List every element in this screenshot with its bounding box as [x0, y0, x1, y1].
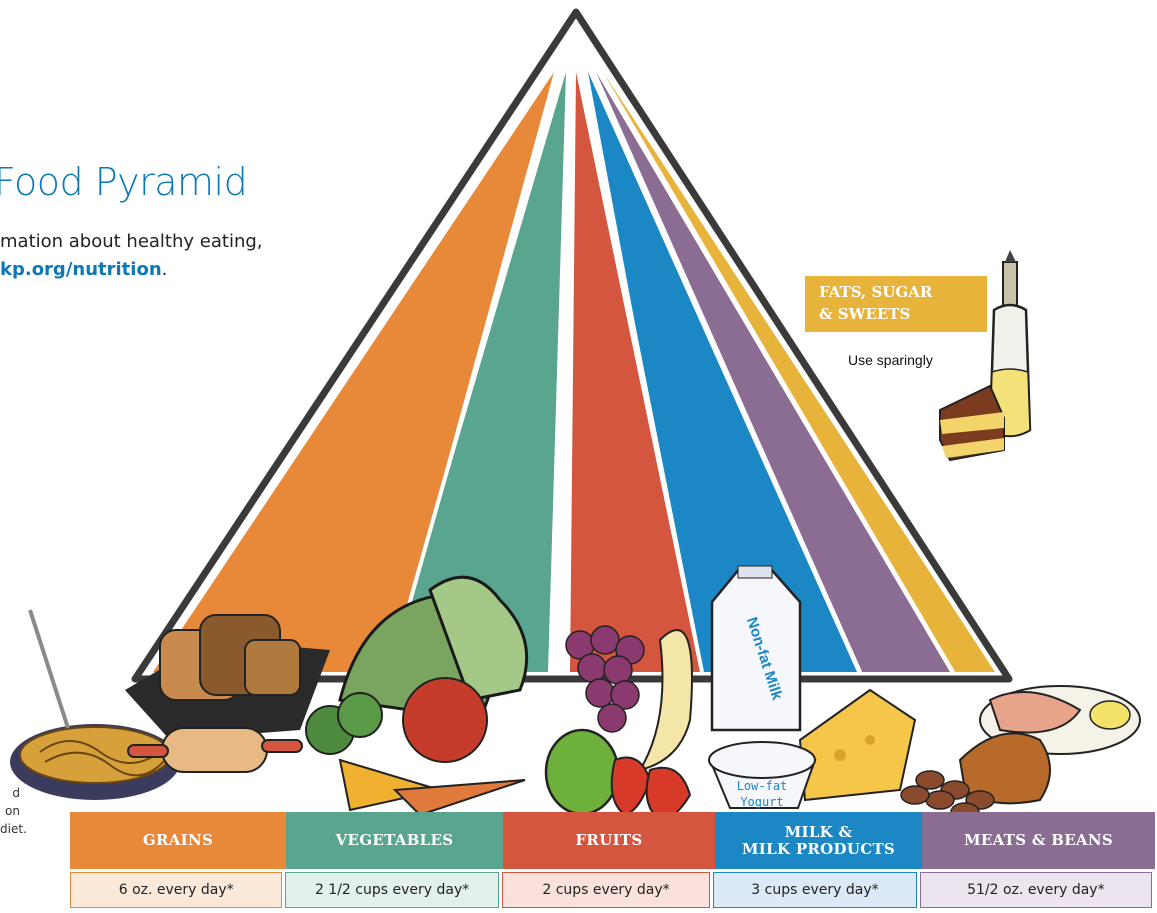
nutrition-link[interactable]: kp.org/nutrition	[0, 259, 162, 280]
fats-label-line1: FATS, SUGAR	[819, 283, 933, 301]
fruits-wedge	[570, 72, 700, 672]
fats-note: Use sparingly	[848, 352, 933, 368]
page-subtitle: mation about healthy eating, kp.org/nutr…	[0, 228, 263, 284]
amount-milk: 3 cups every day*	[713, 872, 917, 908]
fats-wedge	[603, 72, 995, 672]
amount-meats-beans: 51/2 oz. every day*	[919, 872, 1153, 908]
milk-carton-illustration: Non-fat Milk	[710, 565, 802, 732]
apple-illustration	[544, 728, 620, 816]
subtitle-end: .	[161, 259, 168, 280]
group-meats-beans: MEATS & BEANS	[922, 812, 1155, 869]
vegetables-illustration	[305, 575, 529, 817]
yogurt-label-line1: Low-fat	[737, 779, 788, 793]
strawberries-illustration	[610, 756, 692, 822]
banana-illustration	[637, 629, 693, 772]
pyramid-outline	[131, 8, 1013, 683]
pasta-plate-illustration	[10, 609, 180, 800]
amount-vegetables: 2 1/2 cups every day*	[285, 872, 499, 908]
rolling-pin-illustration	[127, 727, 303, 773]
amount-fruits: 2 cups every day*	[501, 872, 711, 908]
group-grains: GRAINS	[70, 812, 286, 869]
side-note-line: on	[5, 804, 20, 818]
page-title: Food Pyramid	[0, 160, 248, 204]
food-group-labels: GRAINS VEGETABLES FRUITS MILK &MILK PROD…	[70, 812, 1155, 869]
bread-illustration	[125, 614, 330, 740]
cheese-illustration	[798, 688, 917, 802]
meats-wedge	[596, 72, 950, 672]
subtitle-line1: mation about healthy eating,	[0, 231, 263, 252]
side-note: d on diet.	[0, 784, 27, 838]
serving-amounts: 6 oz. every day* 2 1/2 cups every day* 2…	[70, 872, 1155, 910]
group-milk-products: MILK &MILK PRODUCTS	[715, 812, 922, 869]
fats-label-line2: & SWEETS	[819, 305, 911, 323]
subtitle-line2: kp.org/nutrition.	[0, 256, 263, 284]
side-note-line: d	[12, 786, 20, 800]
grains-wedge	[153, 72, 554, 672]
group-fruits: FRUITS	[503, 812, 715, 869]
group-vegetables: VEGETABLES	[286, 812, 503, 869]
amount-grains: 6 oz. every day*	[70, 872, 283, 908]
fats-sugar-sweets-label: FATS, SUGAR & SWEETS	[805, 276, 987, 332]
cake-slice-illustration	[939, 384, 1005, 462]
yogurt-label-line2: Yogurt	[740, 795, 783, 809]
milk-wedge	[588, 72, 857, 672]
side-note-line: diet.	[0, 822, 27, 836]
yogurt-illustration: Low-fat Yogurt	[708, 741, 817, 809]
grapes-illustration	[565, 625, 645, 733]
